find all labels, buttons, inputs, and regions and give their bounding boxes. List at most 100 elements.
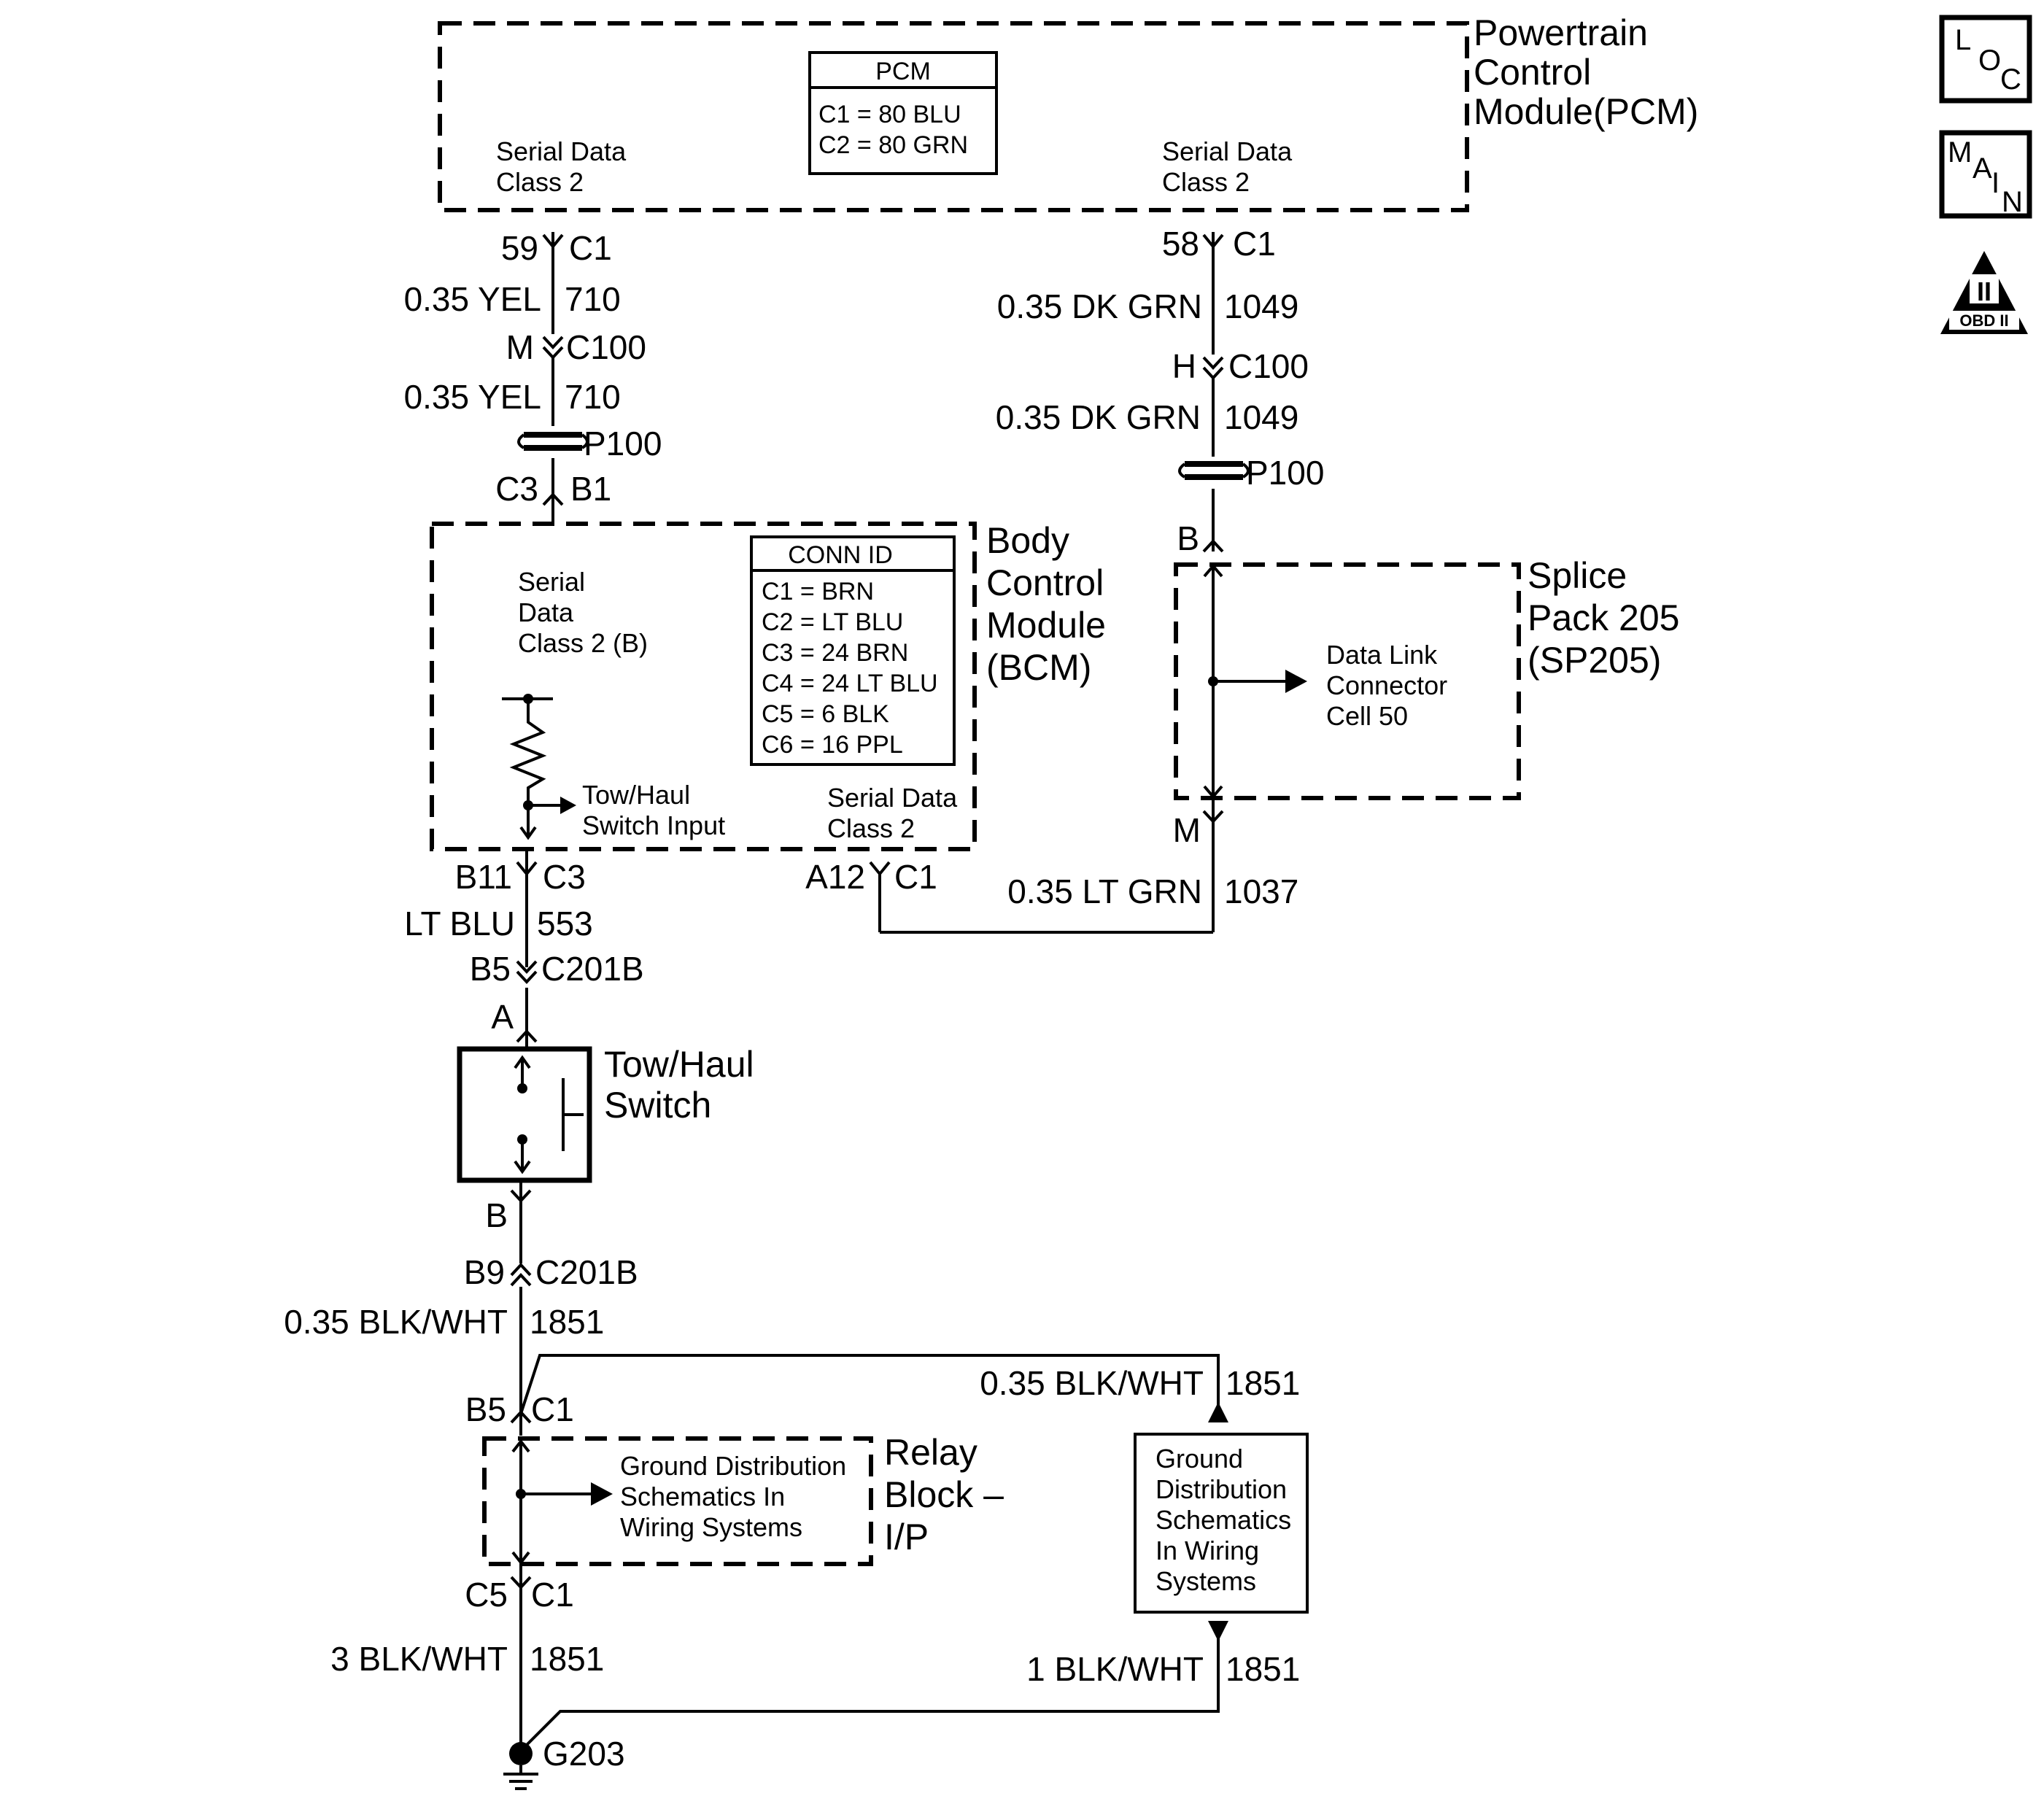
- connector-symbol: [1202, 810, 1224, 824]
- relay-gnd-1: Ground Distribution: [620, 1451, 846, 1481]
- c201b-pin: B9: [464, 1253, 505, 1291]
- wire-gauge: 1 BLK/WHT: [1026, 1650, 1204, 1688]
- ground-distribution-box: Ground Distribution Schematics In Wiring…: [1134, 1433, 1309, 1614]
- arrow-icon: [1285, 670, 1307, 693]
- bcm-serial-2: Data: [518, 597, 574, 627]
- right-upper-circuit: 58 C1 0.35 DK GRN 1049 H C100 0.35 DK GR…: [996, 225, 1325, 557]
- splice-out-pin: M: [1173, 811, 1201, 849]
- pcm-pin-right: 58: [1162, 225, 1199, 263]
- gnd-box-4: In Wiring: [1155, 1536, 1259, 1565]
- obd-ii-icon[interactable]: II OBD II: [1940, 251, 2028, 334]
- bcm-table-row: C4 = 24 LT BLU: [762, 670, 938, 697]
- splice-pack: Splice Pack 205 (SP205) Data Link Connec…: [1174, 555, 1679, 800]
- pcm-table-header: PCM: [875, 58, 931, 85]
- switch-pin-a: A: [491, 998, 514, 1036]
- wire-circuit: 1037: [1224, 872, 1298, 910]
- wire-circuit: 1049: [1224, 398, 1298, 436]
- wire-gauge: 0.35 BLK/WHT: [284, 1303, 508, 1341]
- wire-gauge: LT BLU: [404, 905, 515, 942]
- switch-title-1: Tow/Haul: [604, 1044, 754, 1085]
- bcm-pin-b1: B1: [570, 470, 611, 508]
- svg-text:L: L: [1955, 24, 1971, 56]
- b11-pin: B11: [455, 858, 512, 896]
- wire-circuit: 710: [565, 378, 621, 416]
- tow-input-2: Switch Input: [582, 810, 725, 840]
- ground-icon: [503, 1742, 538, 1790]
- connector-symbol: [869, 861, 891, 877]
- dlc-2: Connector: [1326, 670, 1447, 700]
- pcm-module: Powertrain Control Module(PCM) Serial Da…: [438, 12, 1698, 212]
- wire-gauge: 0.35 BLK/WHT: [980, 1364, 1204, 1402]
- left-mid-circuit: B11 C3 LT BLU 553 B5 C201B A: [404, 849, 644, 1049]
- splice-in-pin: B: [1177, 519, 1199, 557]
- bcm-title-4: (BCM): [986, 647, 1091, 688]
- wire-gauge: 0.35 DK GRN: [997, 287, 1202, 325]
- gnd-box-3: Schematics: [1155, 1505, 1291, 1535]
- main-icon[interactable]: M A I N: [1939, 130, 2032, 219]
- wire-circuit: 1851: [530, 1640, 604, 1678]
- svg-text:II: II: [1977, 276, 1991, 306]
- inline-connector-symbol: [542, 336, 564, 349]
- p100-passthrough-symbol: [517, 432, 589, 451]
- switch-pin-b: B: [485, 1196, 508, 1234]
- inline-connector-symbol: [510, 1263, 532, 1277]
- p100-left: P100: [584, 425, 662, 462]
- bcm-serial-3: Class 2 (B): [518, 628, 648, 658]
- wire-circuit: 1851: [1226, 1650, 1300, 1688]
- svg-text:N: N: [2002, 186, 2023, 218]
- c201-conn: C201B: [541, 950, 644, 988]
- wire-circuit: 1851: [1226, 1364, 1300, 1402]
- c100-pin-right: H: [1172, 347, 1196, 385]
- c100-pin-left: M: [506, 328, 534, 366]
- pcm-connector-table: PCM C1 = 80 BLU C2 = 80 GRN: [808, 51, 998, 175]
- bcm-serial-1: Serial: [518, 567, 585, 597]
- bcm-module: Body Control Module (BCM) Serial Data Cl…: [430, 520, 1106, 851]
- relay-in-pin: B5: [465, 1390, 506, 1428]
- arrow-down-icon: [1208, 1621, 1228, 1641]
- bcm-table-row: C1 = BRN: [762, 578, 874, 605]
- bcm-table-row: C5 = 6 BLK: [762, 700, 889, 728]
- relay-out-pin: C5: [465, 1576, 508, 1614]
- ground-circuit: C5 C1 3 BLK/WHT 1851 1 BLK/WHT 1851 G203: [330, 1564, 1300, 1790]
- bcm-title-3: Module: [986, 605, 1106, 646]
- c201b-conn: C201B: [535, 1253, 638, 1291]
- pcm-serial-left-1: Serial Data: [496, 136, 627, 166]
- svg-text:C: C: [2000, 63, 2021, 96]
- wire-circuit: 553: [537, 905, 593, 942]
- pcm-title-2: Control: [1474, 52, 1591, 93]
- relay-title-1: Relay: [884, 1432, 978, 1473]
- dlc-1: Data Link: [1326, 640, 1438, 670]
- gnd-box-5: Systems: [1155, 1566, 1256, 1596]
- relay-block: Relay Block – I/P Ground Distribution Sc…: [482, 1432, 1004, 1566]
- resistor-symbol: [502, 694, 576, 840]
- p100-passthrough-symbol: [1178, 461, 1250, 480]
- gnd-box-1: Ground: [1155, 1444, 1243, 1474]
- bcm-title-2: Control: [986, 562, 1104, 603]
- bcm-serial-right-1: Serial Data: [827, 783, 958, 813]
- connector-symbol: [516, 861, 538, 877]
- relay-out-conn: C1: [531, 1576, 574, 1614]
- gnd-box-2: Distribution: [1155, 1474, 1287, 1504]
- tow-haul-switch: Tow/Haul Switch: [457, 1044, 754, 1183]
- pcm-title-1: Powertrain: [1474, 12, 1648, 53]
- wire-circuit: 1049: [1224, 287, 1298, 325]
- loc-icon[interactable]: L O C: [1939, 15, 2032, 104]
- splice-title-1: Splice: [1528, 555, 1627, 596]
- svg-text:O: O: [1978, 44, 2001, 77]
- tow-input-1: Tow/Haul: [582, 780, 690, 810]
- bcm-c1-pin: A12: [805, 858, 865, 896]
- c100-conn-left: C100: [566, 328, 646, 366]
- relay-gnd-2: Schematics In: [620, 1482, 785, 1511]
- b11-conn: C3: [543, 858, 586, 896]
- arrow-icon: [591, 1482, 613, 1506]
- switch-title-2: Switch: [604, 1085, 711, 1126]
- wire-gauge: 0.35 YEL: [404, 280, 541, 318]
- wire-circuit: 710: [565, 280, 621, 318]
- connector-symbol: [510, 1410, 532, 1424]
- bcm-table-header: CONN ID: [788, 541, 893, 569]
- connector-symbol: [516, 1029, 538, 1043]
- svg-text:A: A: [1973, 152, 1992, 185]
- pcm-serial-right-2: Class 2: [1162, 167, 1250, 197]
- connector-symbol: [542, 233, 564, 249]
